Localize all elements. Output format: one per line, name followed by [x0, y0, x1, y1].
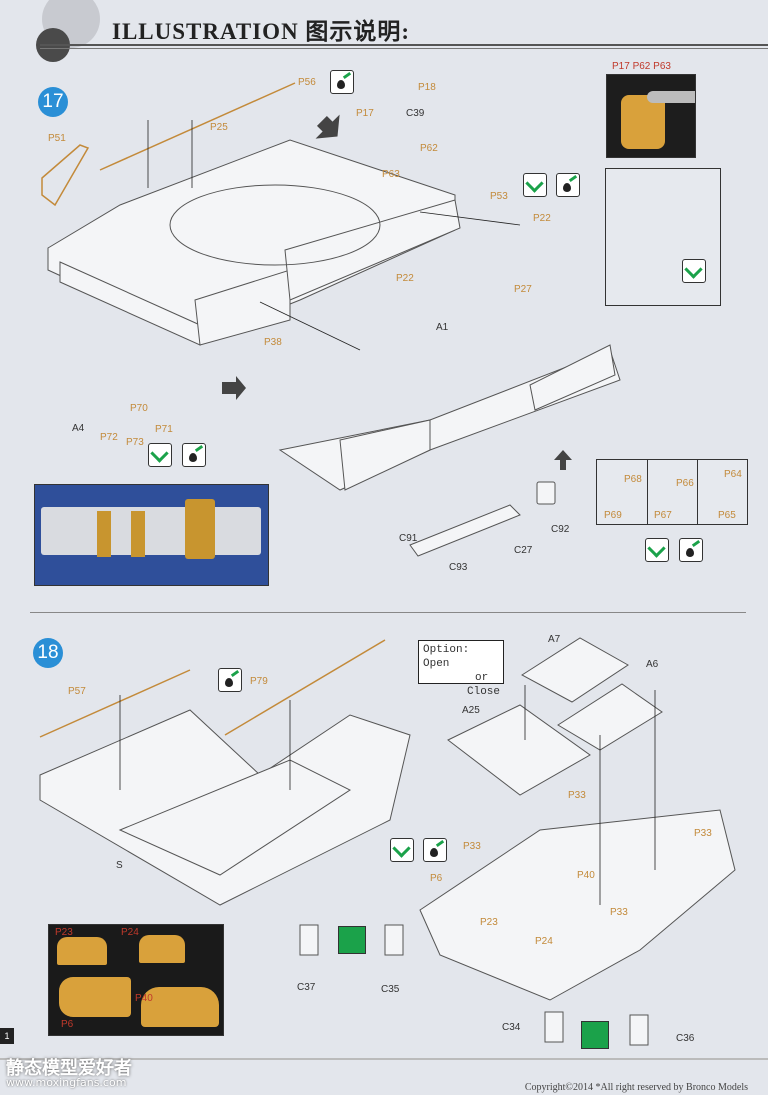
- footer-rule: [0, 1058, 768, 1060]
- part-label-c34: C34: [502, 1022, 521, 1033]
- reference-photo-step18: P23 P24 P6 P40: [48, 924, 224, 1036]
- step-17-badge: 17: [38, 87, 68, 117]
- cut-icon: [581, 1021, 609, 1049]
- page-number: 1: [0, 1028, 14, 1044]
- inset-detail-p64-p69: [596, 459, 748, 525]
- part-label-p70: P70: [130, 403, 148, 414]
- part-label-p69: P69: [604, 510, 622, 521]
- part-label-p63: P63: [382, 169, 400, 180]
- cut-icon: [338, 926, 366, 954]
- part-label-p71: P71: [155, 424, 173, 435]
- photo-label-p6: P6: [61, 1019, 74, 1030]
- part-label-p66: P66: [676, 478, 694, 489]
- part-label-a6: A6: [646, 659, 659, 670]
- part-label-p22b: P22: [396, 273, 414, 284]
- copyright-text: Copyright©2014 *All right reserved by Br…: [524, 1082, 748, 1093]
- part-label-c92: C92: [551, 524, 570, 535]
- photo-label-p23: P23: [55, 927, 73, 938]
- watermark-logo: 静态模型爱好者: [6, 1058, 132, 1079]
- option-line-1: Option: Open: [423, 644, 470, 670]
- part-label-p56: P56: [298, 77, 316, 88]
- part-label-p62: P62: [420, 143, 438, 154]
- detail-photo-caption: P17 P62 P63: [612, 61, 671, 72]
- part-label-p23: P23: [480, 917, 498, 928]
- detail-photo-p17-p62-p63: [606, 74, 696, 158]
- part-label-c27: C27: [514, 545, 533, 556]
- part-label-p6: P6: [430, 873, 443, 884]
- part-label-c36: C36: [676, 1033, 695, 1044]
- part-label-a1: A1: [436, 322, 449, 333]
- glue-icon: [218, 668, 242, 692]
- photo-label-p40: P40: [135, 993, 153, 1004]
- part-label-p65: P65: [718, 510, 736, 521]
- fold-icon: [682, 259, 706, 283]
- part-label-p67: P67: [654, 510, 672, 521]
- fold-icon: [645, 538, 669, 562]
- part-label-p33d: P33: [610, 907, 628, 918]
- part-label-p38: P38: [264, 337, 282, 348]
- part-label-p57: P57: [68, 686, 86, 697]
- part-label-s: S: [116, 860, 123, 871]
- part-label-c91: C91: [399, 533, 418, 544]
- fold-icon: [148, 443, 172, 467]
- reference-photo-step17: [34, 484, 269, 586]
- glue-icon: [423, 838, 447, 862]
- part-label-p33b: P33: [694, 828, 712, 839]
- option-line-3: Close: [467, 686, 501, 698]
- page-title: ILLUSTRATION 图示说明:: [112, 19, 411, 44]
- watermark-url: www.moxingfans.com: [6, 1076, 127, 1089]
- glue-icon: [679, 538, 703, 562]
- part-label-p33a: P33: [568, 790, 586, 801]
- part-label-a25: A25: [462, 705, 480, 716]
- fold-icon: [390, 838, 414, 862]
- part-label-p27: P27: [514, 284, 532, 295]
- fold-icon: [523, 173, 547, 197]
- inset-detail-p62: [605, 168, 721, 306]
- part-label-a4: A4: [72, 423, 85, 434]
- part-label-p64: P64: [724, 469, 742, 480]
- part-label-p72: P72: [100, 432, 118, 443]
- option-line-2: or: [475, 672, 489, 684]
- part-label-c39: C39: [406, 108, 425, 119]
- photo-label-p24: P24: [121, 927, 139, 938]
- part-label-c35: C35: [381, 984, 400, 995]
- part-label-p40: P40: [577, 870, 595, 881]
- part-label-p22: P22: [533, 213, 551, 224]
- part-label-p17: P17: [356, 108, 374, 119]
- step-divider: [30, 612, 746, 613]
- header-rule: [40, 44, 768, 46]
- part-label-p51: P51: [48, 133, 66, 144]
- part-label-p25: P25: [210, 122, 228, 133]
- glue-icon: [556, 173, 580, 197]
- part-label-a7: A7: [548, 634, 561, 645]
- part-label-c93: C93: [449, 562, 468, 573]
- header-rule-thin: [40, 48, 768, 49]
- part-label-c37: C37: [297, 982, 316, 993]
- step-18-badge: 18: [33, 638, 63, 668]
- part-label-p73: P73: [126, 437, 144, 448]
- part-label-p18: P18: [418, 82, 436, 93]
- part-label-p68: P68: [624, 474, 642, 485]
- part-label-p79: P79: [250, 676, 268, 687]
- part-label-p33c: P33: [463, 841, 481, 852]
- part-label-p24: P24: [535, 936, 553, 947]
- glue-icon: [182, 443, 206, 467]
- option-note: Option: Open or Close: [418, 640, 504, 698]
- glue-icon: [330, 70, 354, 94]
- part-label-p53: P53: [490, 191, 508, 202]
